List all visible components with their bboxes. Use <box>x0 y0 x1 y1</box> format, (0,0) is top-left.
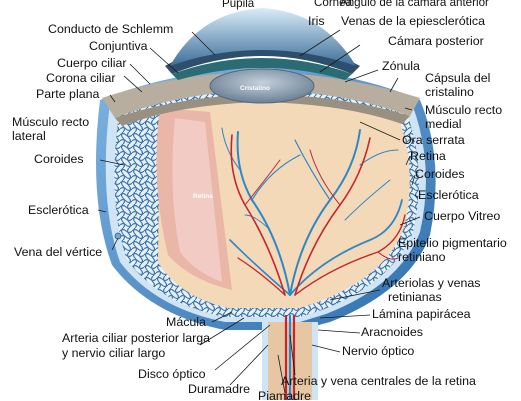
label-venas-epiesclerotica: Venas de la epiesclerótica <box>341 14 485 28</box>
label-zonula: Zónula <box>382 59 420 73</box>
label-cuerpo-ciliar: Cuerpo ciliar <box>57 56 127 70</box>
label-disco-optico: Disco óptico <box>138 367 206 381</box>
label-ora-serrata: Ora serrata <box>402 133 465 147</box>
label-epitelio-1: Epitelio pigmentario <box>398 236 507 250</box>
label-duramadre: Duramadre <box>188 382 250 396</box>
label-aracnoides: Aracnoides <box>361 325 423 339</box>
label-musculo-lateral-1: Músculo recto <box>12 115 89 129</box>
label-cuerpo-vitreo: Cuerpo Vitreo <box>424 209 500 223</box>
cornea-dome <box>170 8 356 66</box>
label-epitelio-2: retiniano <box>398 250 446 264</box>
label-coroides-left: Coroides <box>34 152 84 166</box>
label-macula: Mácula <box>166 315 206 329</box>
retina-inner-label: Retina <box>193 193 213 200</box>
label-corona-ciliar: Corona ciliar <box>46 71 116 85</box>
label-schlemm: Conducto de Schlemm <box>48 22 173 36</box>
lens-label: Cristalino <box>240 85 270 92</box>
label-iris: Iris <box>308 14 325 28</box>
label-arteriolas-1: Arteriolas y venas <box>382 276 480 290</box>
label-piamadre: Piamadre <box>258 389 311 401</box>
label-musculo-medial-1: Músculo recto <box>425 103 502 117</box>
label-musculo-lateral-2: lateral <box>12 129 46 143</box>
label-pupila: Pupila <box>222 0 255 10</box>
label-coroides-right: Coroides <box>415 167 465 181</box>
label-angulo: Ángulo de la cámara anterior <box>340 0 489 9</box>
label-esclerotica-left: Esclerótica <box>28 203 89 217</box>
label-capsula-1: Cápsula del <box>425 71 490 85</box>
label-capsula-2: cristalino <box>425 85 474 99</box>
label-parte-plana: Parte plana <box>36 87 99 101</box>
label-vena-vertice: Vena del vértice <box>14 245 102 259</box>
label-conjuntiva: Conjuntiva <box>89 39 148 53</box>
label-arteria-central: Arteria y vena centrales de la retina <box>281 374 476 388</box>
label-arteria-ciliar-2: y nervio ciliar largo <box>62 346 165 360</box>
label-lamina: Lámina papirácea <box>372 307 471 321</box>
label-arteria-ciliar-1: Arteria ciliar posterior larga <box>62 331 210 345</box>
label-musculo-medial-2: medial <box>425 117 462 131</box>
label-retina: Retina <box>410 149 446 163</box>
label-nervio-optico: Nervio óptico <box>342 344 414 358</box>
label-camara-posterior: Cámara posterior <box>388 34 484 48</box>
label-esclerotica-right: Esclerótica <box>418 188 479 202</box>
label-arteriolas-2: retinianas <box>388 290 442 304</box>
